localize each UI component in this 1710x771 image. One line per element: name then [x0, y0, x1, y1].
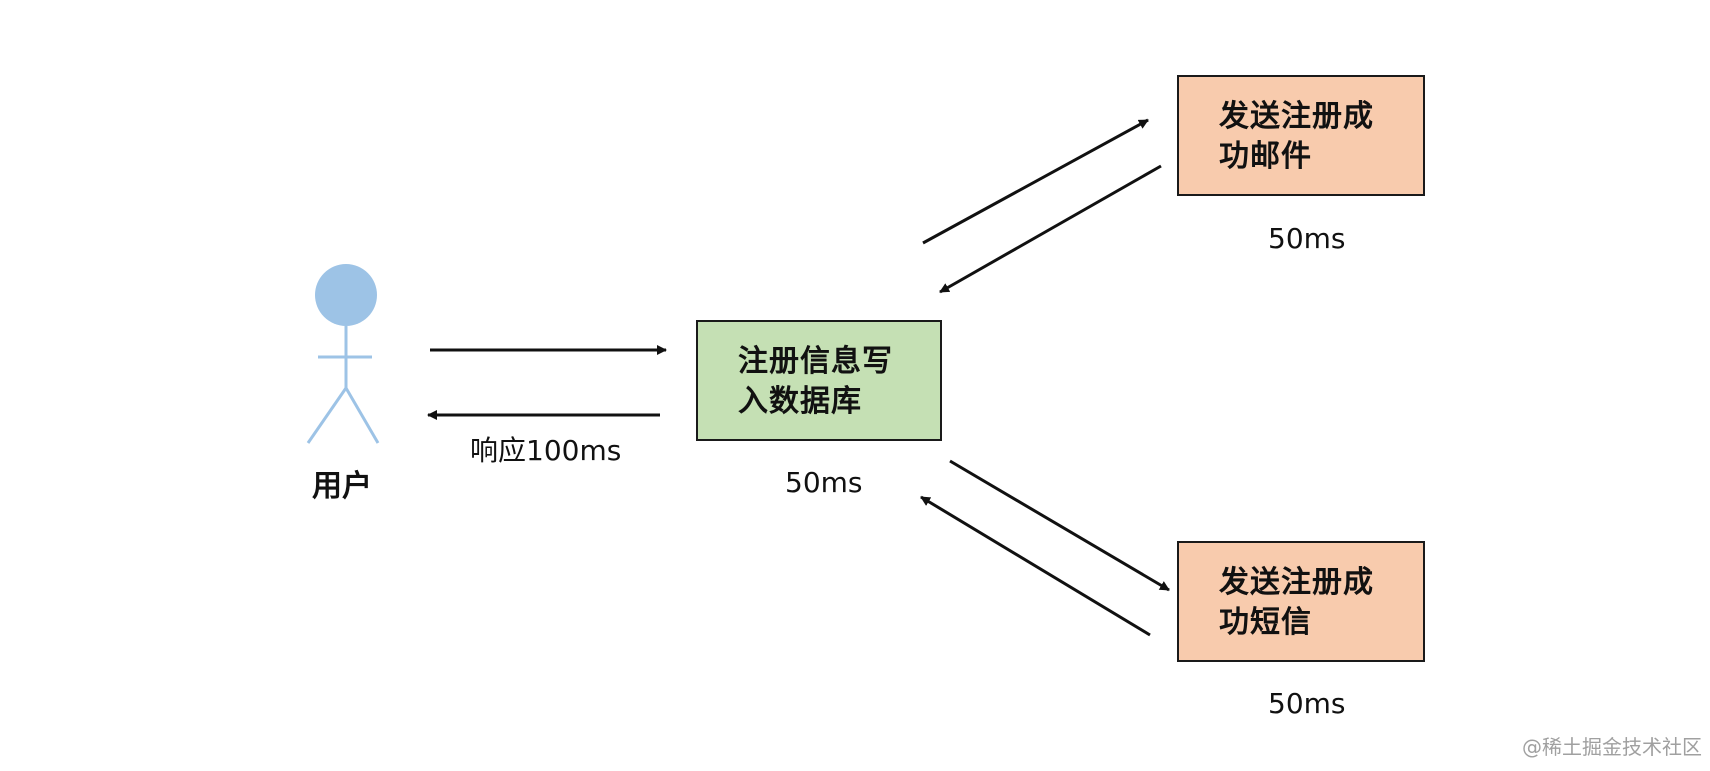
- watermark-text: @稀土掘金技术社区: [1522, 735, 1702, 759]
- database-write-line1: 注册信息写: [738, 344, 893, 379]
- database-write-time: 50ms: [785, 466, 863, 499]
- send-email-line1: 发送注册成: [1219, 99, 1374, 134]
- database-write-line2: 入数据库: [738, 384, 862, 419]
- send-sms-line1: 发送注册成: [1219, 565, 1374, 600]
- user-icon: [306, 264, 380, 444]
- send-email-time: 50ms: [1268, 222, 1346, 255]
- arrow-email-to-db: [939, 164, 1162, 294]
- database-write-box: 注册信息写 入数据库: [696, 320, 942, 441]
- send-email-box: 发送注册成 功邮件: [1177, 75, 1425, 196]
- arrow-sms-to-db: [920, 495, 1151, 637]
- send-sms-time: 50ms: [1268, 687, 1346, 720]
- response-time-label: 响应100ms: [470, 434, 622, 467]
- user-label: 用户: [312, 469, 372, 504]
- arrow-db-to-email: [922, 118, 1149, 245]
- send-sms-box: 发送注册成 功短信: [1177, 541, 1425, 662]
- arrow-db-to-sms: [949, 459, 1170, 592]
- send-sms-line2: 功短信: [1219, 605, 1312, 640]
- send-email-line2: 功邮件: [1219, 139, 1312, 174]
